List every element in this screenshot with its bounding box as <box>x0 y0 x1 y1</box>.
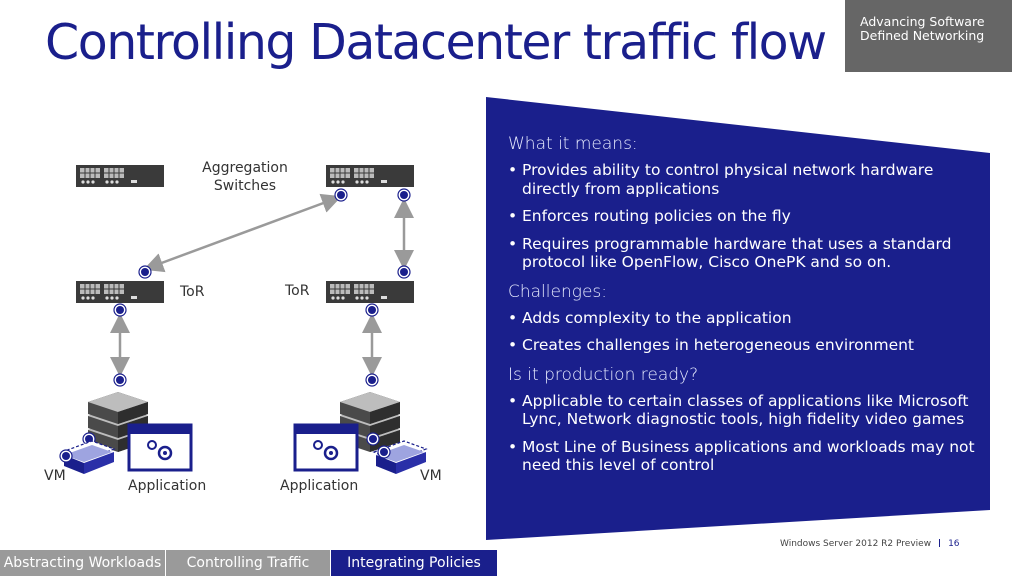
slide-footer: Windows Server 2012 R2 Preview 16 <box>780 539 960 549</box>
network-diagram <box>59 164 428 474</box>
port-node <box>366 432 380 446</box>
application-right-label: Application <box>280 478 359 494</box>
port-node <box>334 188 348 202</box>
page-number: 16 <box>948 539 960 549</box>
badge-line-2: Defined Networking <box>860 28 985 43</box>
tor-left-label: ToR <box>180 284 205 300</box>
application-left-label: Application <box>128 478 207 494</box>
bullet-item: Provides ability to control physical net… <box>508 161 978 198</box>
vm-left-label: VM <box>44 468 66 484</box>
port-node <box>365 303 379 317</box>
tab-integrating-policies[interactable]: Integrating Policies <box>331 550 498 576</box>
bullet-item: Requires programmable hardware that uses… <box>508 235 978 272</box>
port-node <box>397 188 411 202</box>
aggregation-switches-label: Aggregation Switches <box>202 160 288 194</box>
section-heading: Challenges: <box>508 281 607 302</box>
badge-line-1: Advancing Software <box>860 14 985 29</box>
port-node <box>113 303 127 317</box>
bullet-item: Applicable to certain classes of applica… <box>508 392 978 429</box>
tab-controlling-traffic[interactable]: Controlling Traffic <box>166 550 331 576</box>
application-window-right <box>293 423 359 472</box>
section-challenges: Challenges: Adds complexity to the appli… <box>508 281 978 355</box>
tor-right-label: ToR <box>285 283 310 299</box>
bullet-item: Enforces routing policies on the fly <box>508 207 978 226</box>
bullet-item: Creates challenges in heterogeneous envi… <box>508 336 978 355</box>
aggregation-switch-right <box>325 164 415 188</box>
series-badge: Advancing Software Defined Networking <box>845 0 1012 72</box>
vm-right-label: VM <box>420 468 442 484</box>
link-tor-left-to-aggregation <box>143 193 342 273</box>
port-node <box>377 445 391 459</box>
port-node <box>59 449 73 463</box>
info-panel-content: What it means: Provides ability to contr… <box>508 133 978 484</box>
section-heading: What it means: <box>508 134 638 154</box>
aggregation-switch-left <box>75 164 165 188</box>
application-window-left <box>127 423 193 472</box>
bullet-item: Most Line of Business applications and w… <box>508 438 978 475</box>
section-production-ready: Is it production ready? Applicable to ce… <box>508 364 978 475</box>
section-tabs: Abstracting Workloads Controlling Traffi… <box>0 550 498 576</box>
section-what-it-means: What it means: Provides ability to contr… <box>508 133 978 272</box>
tab-abstracting-workloads[interactable]: Abstracting Workloads <box>0 550 166 576</box>
port-node <box>113 373 127 387</box>
port-node <box>365 373 379 387</box>
footer-product: Windows Server 2012 R2 Preview <box>780 539 932 549</box>
section-heading: Is it production ready? <box>508 364 699 385</box>
slide-title: Controlling Datacenter traffic flow <box>45 14 827 71</box>
port-node <box>397 265 411 279</box>
bullet-item: Adds complexity to the application <box>508 309 978 328</box>
tor-switch-left <box>75 280 165 304</box>
tor-switch-right <box>325 280 415 304</box>
port-node <box>138 265 152 279</box>
footer-separator <box>939 539 941 547</box>
